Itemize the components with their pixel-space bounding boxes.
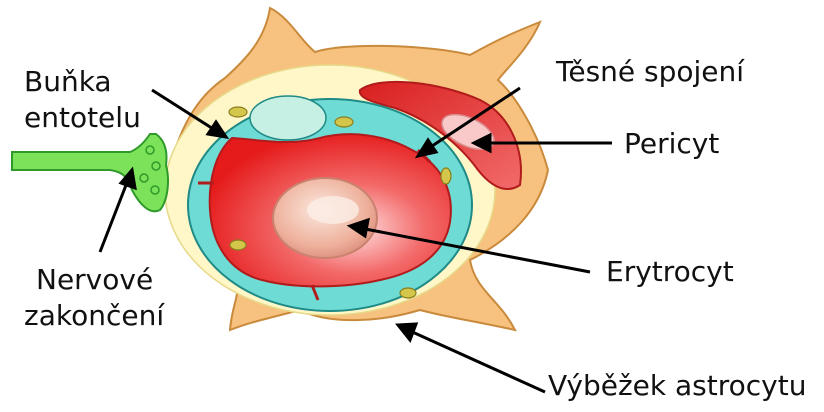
mitochondrion: [441, 168, 451, 184]
arrow-vybezek-astrocytu-head: [398, 324, 416, 340]
mitochondrion: [400, 288, 416, 298]
label-pericyt: Pericyt: [624, 126, 719, 162]
arrow-vybezek-astrocytu: [408, 330, 545, 392]
mitochondrion: [229, 107, 247, 117]
endothelial-nucleus: [250, 96, 326, 140]
label-vybezek-astrocytu: Výběžek astrocytu: [548, 368, 806, 404]
label-tesne-spojeni: Těsné spojení: [556, 54, 744, 90]
label-erytrocyt: Erytrocyt: [606, 254, 734, 290]
arrow-nervove-zakonceni: [100, 180, 128, 252]
label-nervove-zakonceni-line1: Nervové: [36, 262, 153, 298]
mitochondrion: [230, 240, 246, 250]
label-bunka-entotelu-line2: entotelu: [24, 100, 141, 136]
label-nervove-zakonceni-line2: zakončení: [24, 298, 164, 334]
mitochondrion: [335, 117, 353, 127]
nerve-axon: [12, 134, 168, 211]
erythrocyte-center: [307, 196, 359, 224]
label-bunka-entotelu-line1: Buňka: [24, 64, 112, 100]
